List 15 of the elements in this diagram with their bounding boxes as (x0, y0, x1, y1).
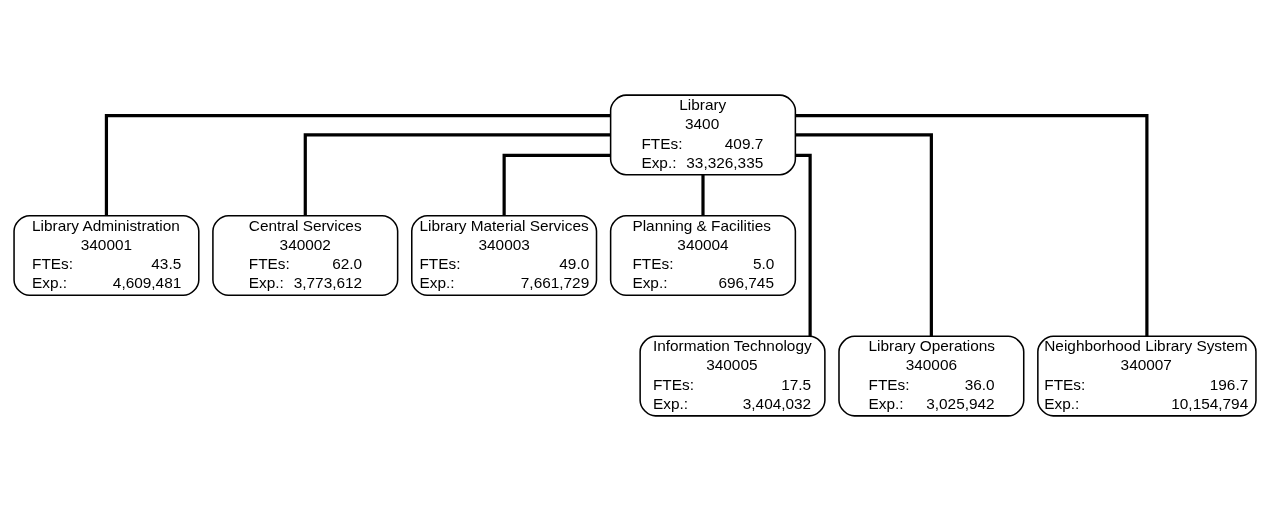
connector (701, 174, 705, 216)
node-box: Library 3400 FTEs: 409.7 Exp.: 33,326,335 (609, 93, 797, 175)
node-box: Library Material Services 340003 FTEs: 49.0 Exp.: 7,661,729 (411, 214, 598, 296)
connector (795, 153, 812, 336)
node-box: Neighborhood Library System 340007 FTEs: 196.7 Exp.: 10,154,794 (1037, 335, 1257, 417)
node-box: Planning & Facilities 340004 FTEs: 5.0 Exp.: 696,745 (609, 214, 797, 296)
connector (104, 113, 611, 215)
node-box: Information Technology 340005 FTEs: 17.5 Exp.: 3,404,032 (639, 335, 826, 417)
connector (502, 153, 611, 215)
connector (795, 113, 1149, 336)
connector (795, 132, 933, 336)
node-box: Library Administration 340001 FTEs: 43.5 Exp.: 4,609,481 (13, 214, 200, 296)
node-box: Library Operations 340006 FTEs: 36.0 Exp.: 3,025,942 (838, 335, 1025, 417)
connector (303, 132, 611, 216)
node-box: Central Services 340002 FTEs: 62.0 Exp.: 3,773,612 (212, 214, 399, 296)
